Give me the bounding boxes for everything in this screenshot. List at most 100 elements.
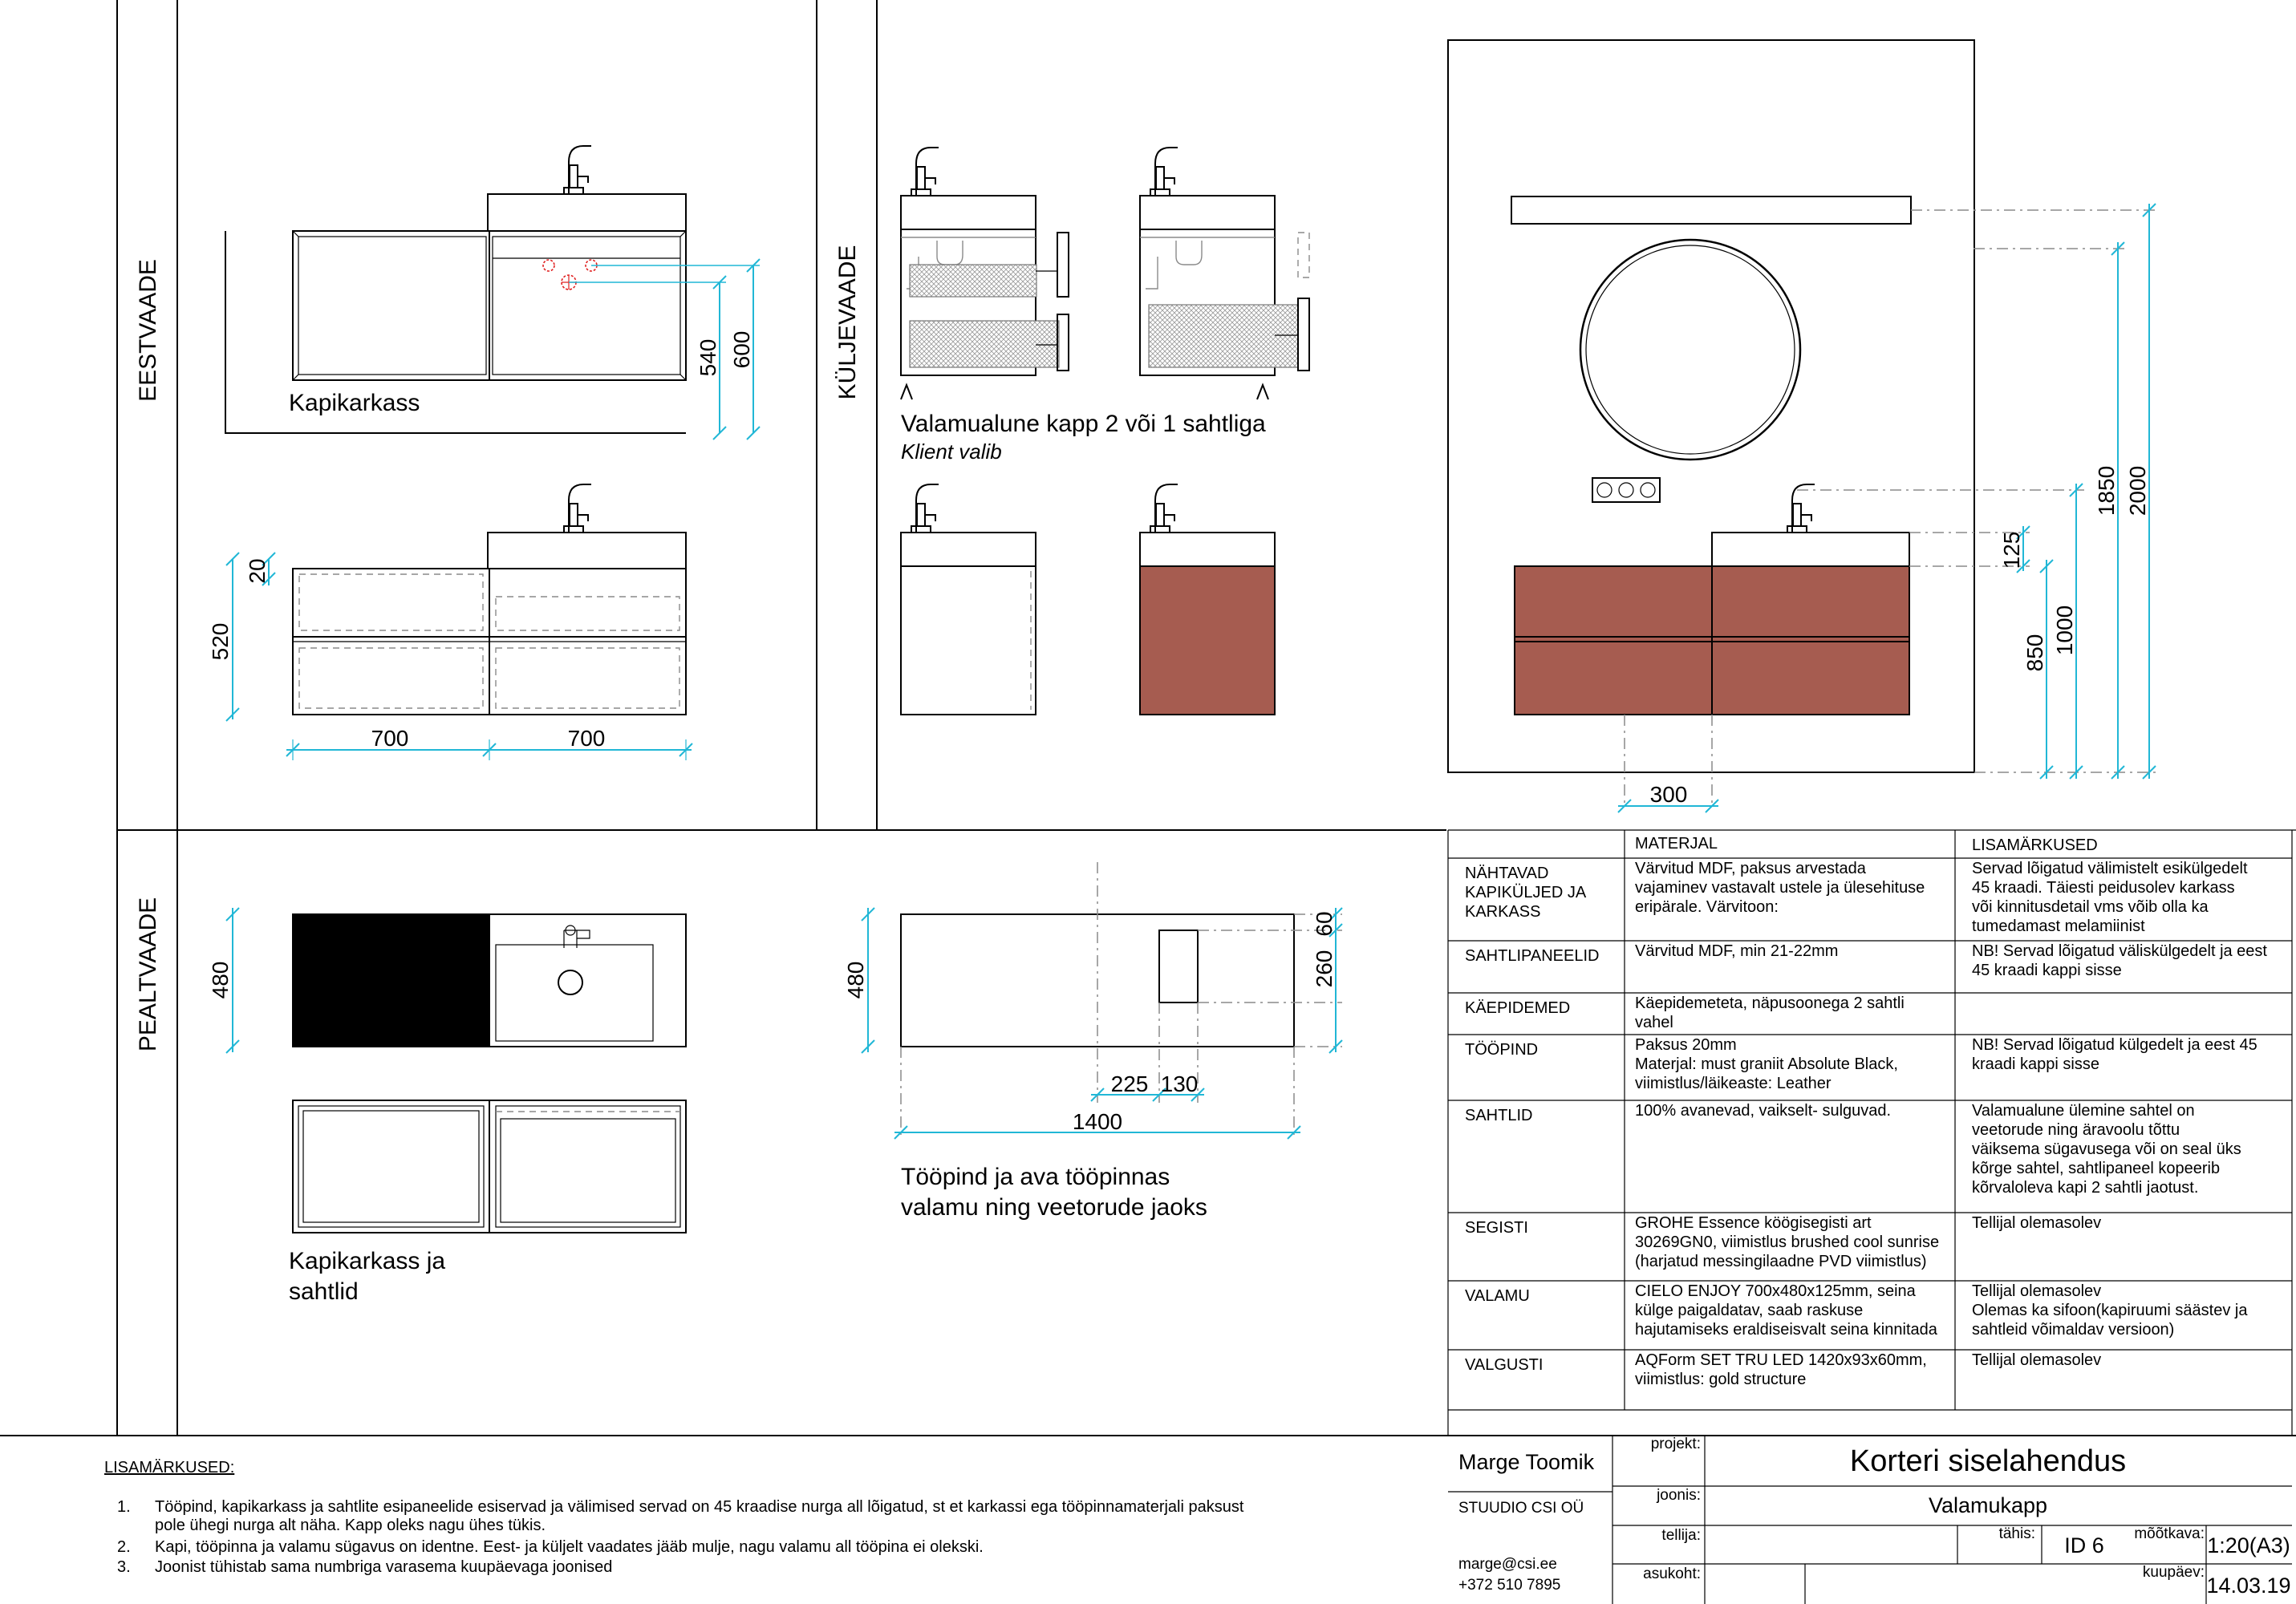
spec-row-name: SAHTLIPANEELID bbox=[1465, 947, 1599, 965]
date-label: kuupäev: bbox=[2143, 1564, 2205, 1581]
spec-row-material: vahel bbox=[1635, 1014, 1673, 1031]
view-title-side: KÜLJEVAADE bbox=[834, 245, 861, 400]
spec-row-material: vajaminev vastavalt ustele ja ülesehitus… bbox=[1635, 879, 1925, 897]
designer-email: marge@csi.ee bbox=[1458, 1556, 1557, 1573]
dim-1850-text: 1850 bbox=[2094, 466, 2119, 516]
spec-row-material: AQForm SET TRU LED 1420x93x60mm, bbox=[1635, 1351, 1927, 1369]
side-view-open-1 bbox=[900, 147, 1069, 376]
side-view-closed-2 bbox=[1139, 484, 1276, 715]
note-text: Kapi, tööpinna ja valamu sügavus on iden… bbox=[155, 1538, 984, 1556]
spec-row-notes: kõrvaloleva kapi 2 sahtli jaotust. bbox=[1972, 1179, 2198, 1197]
dim-225-130 bbox=[1090, 1088, 1205, 1102]
spec-row-name: SEGISTI bbox=[1465, 1219, 1528, 1237]
spec-row-name: SAHTLID bbox=[1465, 1107, 1532, 1124]
front-assembled-drawing bbox=[292, 484, 687, 715]
general-notes: LISAMÄRKUSED: 1. Tööpind, kapikarkass ja … bbox=[104, 1459, 1244, 1576]
side-view-closed-1 bbox=[900, 484, 1036, 715]
wall-elevation bbox=[1447, 39, 1975, 773]
note-text: Joonist tühistab sama numbriga varasema … bbox=[155, 1558, 612, 1576]
spec-row-name: KAPIKÜLJED JA bbox=[1465, 884, 1587, 901]
dim-60-text: 60 bbox=[1312, 911, 1337, 936]
label-worktop-1: Tööpind ja ava tööpinnas bbox=[901, 1164, 1170, 1190]
dim-1000-text: 1000 bbox=[2052, 606, 2077, 655]
spec-row-material: 30269GN0, viimistlus brushed cool sunris… bbox=[1635, 1233, 1939, 1251]
spec-row-notes: 45 kraadi. Täiesti peidusolev karkass bbox=[1972, 879, 2235, 897]
top-worktop-drawing bbox=[292, 913, 687, 1047]
spec-row-material: viimistlus: gold structure bbox=[1635, 1371, 1806, 1388]
spec-row-material: 100% avanevad, vaikselt- sulguvad. bbox=[1635, 1102, 1891, 1120]
spec-row-notes: 45 kraadi kappi sisse bbox=[1972, 962, 2122, 979]
label-worktop-2: valamu ning veetorude jaoks bbox=[901, 1194, 1207, 1221]
dim-480b bbox=[861, 907, 875, 1054]
spec-row-material: hajutamiseks eraldiseisvalt seina kinnit… bbox=[1635, 1321, 1938, 1339]
spec-row-name: TÖÖPIND bbox=[1465, 1041, 1538, 1059]
dim-20 bbox=[262, 552, 276, 586]
spec-row-notes: Servad lõigatud välimistelt esikülgedelt bbox=[1972, 860, 2248, 877]
location-label: asukoht: bbox=[1643, 1566, 1701, 1582]
note-number: 2. bbox=[117, 1538, 131, 1556]
side-view-arrows bbox=[900, 383, 1269, 400]
worktop-cutout-drawing bbox=[900, 862, 1342, 1139]
spec-row-material: külge paigaldatav, saab raskuse bbox=[1635, 1302, 1863, 1319]
spec-row-notes: veetorude ning äravoolu tõttu bbox=[1972, 1121, 2180, 1139]
front-carcass-drawing bbox=[225, 145, 687, 434]
spec-row-material: (harjatud messingilaadne PVD viimistlus) bbox=[1635, 1253, 1926, 1270]
wall-dimension-lines bbox=[1617, 203, 2156, 813]
dim-225-text: 225 bbox=[1111, 1071, 1149, 1096]
top-carcass-drawing bbox=[292, 1100, 687, 1233]
scale-label: mõõtkava: bbox=[2134, 1525, 2205, 1542]
project-value: Korteri siselahendus bbox=[1850, 1444, 2126, 1478]
spec-row-material: CIELO ENJOY 700x480x125mm, seina bbox=[1635, 1282, 1917, 1300]
designer-phone: +372 510 7895 bbox=[1458, 1577, 1560, 1594]
spec-row-material: Käepidemeteta, näpusoonega 2 sahtli bbox=[1635, 994, 1905, 1012]
code-label: tähis: bbox=[1999, 1525, 2035, 1542]
dim-480a bbox=[225, 907, 240, 1054]
note-text: pole ühegi nurga alt näha. Kapp oleks na… bbox=[155, 1517, 546, 1534]
dim-520-text: 520 bbox=[208, 623, 233, 661]
dim-850-text: 850 bbox=[2022, 634, 2047, 672]
spec-row-notes: või kinnitusdetail vms võib olla ka bbox=[1972, 898, 2209, 916]
spec-row-notes: NB! Servad lõigatud külgedelt ja eest 45 bbox=[1972, 1036, 2257, 1054]
dim-1400 bbox=[894, 1125, 1301, 1140]
label-side-caption: Valamualune kapp 2 või 1 sahtliga bbox=[901, 411, 1266, 437]
code-value: ID 6 bbox=[2064, 1533, 2104, 1557]
dim-700b-text: 700 bbox=[568, 726, 606, 751]
spec-row-name: KÄEPIDEMED bbox=[1465, 999, 1570, 1017]
drawing-label: joonis: bbox=[1656, 1487, 1701, 1504]
spec-row-notes: sahtleid võimaldav versioon) bbox=[1972, 1321, 2174, 1339]
dim-480b-text: 480 bbox=[843, 962, 868, 999]
dim-600 bbox=[591, 258, 761, 440]
spec-row-notes: kõrge sahtel, sahtlipaneel kopeerib bbox=[1972, 1160, 2220, 1177]
dim-600-text: 600 bbox=[729, 331, 754, 369]
spec-row-material: eripärale. Värvitoon: bbox=[1635, 898, 1779, 916]
spec-row-material: GROHE Essence köögisegisti art bbox=[1635, 1214, 1872, 1232]
spec-row-notes: Tellijal olemasolev bbox=[1972, 1282, 2101, 1300]
dim-700-pair bbox=[286, 739, 693, 760]
spec-row-material: Värvitud MDF, min 21-22mm bbox=[1635, 942, 1838, 960]
client-label: tellija: bbox=[1661, 1527, 1701, 1544]
spec-row-material: Paksus 20mm bbox=[1635, 1036, 1737, 1054]
label-top-carcass-1: Kapikarkass ja bbox=[289, 1248, 445, 1274]
dim-300-text: 300 bbox=[1650, 782, 1688, 807]
notes-heading: LISAMÄRKUSED: bbox=[104, 1459, 234, 1476]
dim-130-text: 130 bbox=[1161, 1071, 1199, 1096]
spec-row-notes: väiksema sügavusega või on seal üks bbox=[1972, 1140, 2241, 1158]
spec-row-name: NÄHTAVAD bbox=[1465, 865, 1548, 882]
dim-480a-text: 480 bbox=[208, 962, 233, 999]
dim-60-260 bbox=[1329, 907, 1343, 1054]
drawing-value: Valamukapp bbox=[1929, 1493, 2047, 1517]
note-number: 1. bbox=[117, 1498, 131, 1516]
studio-name: STUUDIO CSI OÜ bbox=[1458, 1500, 1584, 1517]
dim-20-text: 20 bbox=[245, 558, 270, 583]
note-text: Tööpind, kapikarkass ja sahtlite esipane… bbox=[155, 1498, 1244, 1516]
project-label: projekt: bbox=[1651, 1436, 1701, 1452]
designer-name: Marge Toomik bbox=[1458, 1450, 1595, 1474]
dim-540-text: 540 bbox=[696, 339, 720, 377]
title-block: Marge Toomik STUUDIO CSI OÜ marge@csi.ee… bbox=[1448, 1436, 2292, 1604]
spec-row-material: Värvitud MDF, paksus arvestada bbox=[1635, 860, 1867, 877]
spec-row-material: Materjal: must graniit Absolute Black, bbox=[1635, 1055, 1898, 1073]
label-carcass: Kapikarkass bbox=[289, 390, 420, 416]
spec-row-notes: Olemas ka sifoon(kapiruumi säästev ja bbox=[1972, 1302, 2248, 1319]
label-client-choice: Klient valib bbox=[901, 439, 1002, 464]
